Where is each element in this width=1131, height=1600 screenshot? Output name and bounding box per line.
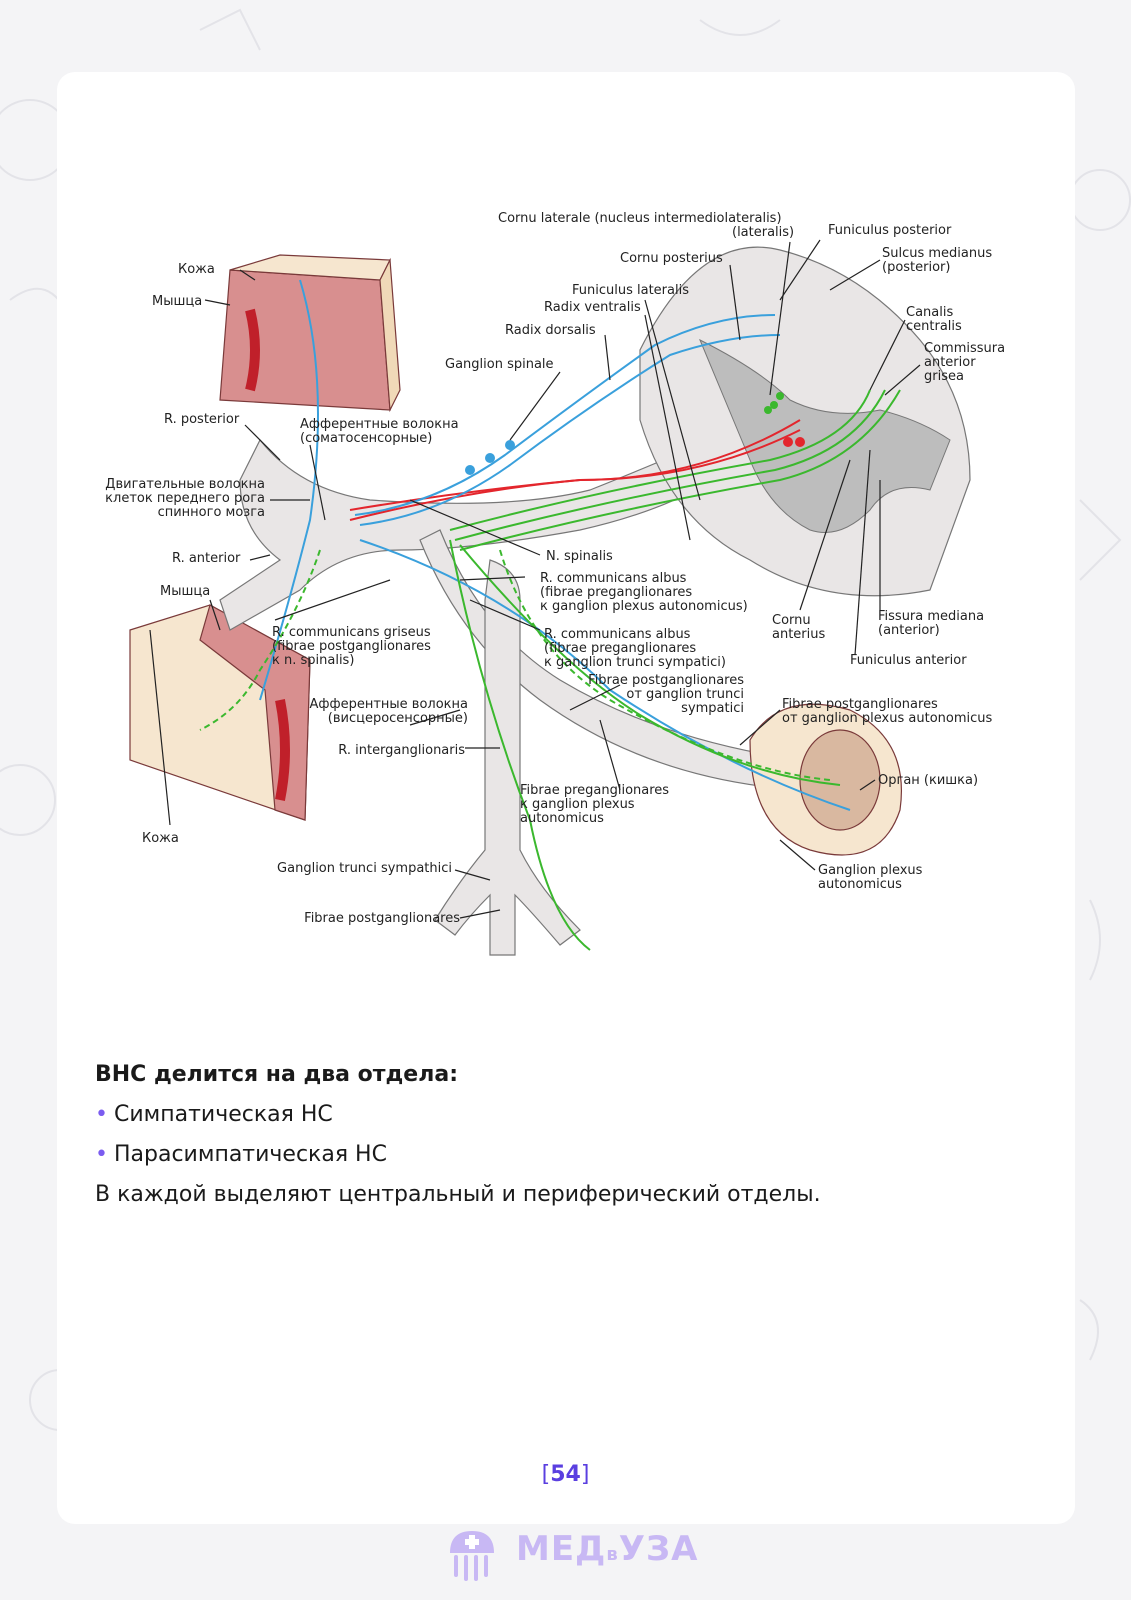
label-radix-dorsalis: Radix dorsalis: [505, 323, 596, 338]
label-r-comm-albus-1: R. communicans albus: [540, 571, 687, 586]
label-commissura: Commissura: [924, 341, 1005, 356]
label-canalis: Canalis: [906, 305, 953, 320]
page-number: [54]: [0, 1462, 1131, 1487]
label-n-spinalis: N. spinalis: [546, 549, 613, 564]
label-fibrae-pre-plexus-2: к ganglion plexus: [520, 797, 635, 812]
page-bracket-open: [: [541, 1462, 551, 1487]
label-r-comm-griseus: R. communicans griseus: [272, 625, 431, 640]
anatomy-figure: Cornu laterale (nucleus intermediolatera…: [105, 211, 1005, 956]
label-fibrae-post-trunci-2: от ganglion trunci: [626, 687, 744, 702]
label-commissura-2: anterior: [924, 355, 976, 370]
section-heading: ВНС делится на два отдела:: [95, 1062, 458, 1087]
label-kozha-bottom: Кожа: [142, 831, 179, 846]
label-fibrae-post-trunci: Fibrae postganglionares: [588, 673, 744, 688]
bullet-text: Парасимпатическая НС: [113, 1142, 387, 1167]
label-funiculus-lateralis: Funiculus lateralis: [572, 283, 689, 298]
label-organ: Орган (кишка): [878, 773, 978, 788]
label-cornu-posterius: Cornu posterius: [620, 251, 723, 266]
label-ganglion-trunci: Ganglion trunci sympathici: [277, 861, 452, 876]
label-r-comm-albus-1c: к ganglion plexus autonomicus): [540, 599, 748, 614]
page-bracket-close: ]: [580, 1462, 590, 1487]
label-r-anterior: R. anterior: [172, 551, 241, 566]
label-ganglion-plexus-2: autonomicus: [818, 877, 902, 892]
label-canalis-2: centralis: [906, 319, 962, 334]
label-motor-fibers-3: спинного мозга: [158, 505, 265, 520]
bullet-marker: •: [95, 1142, 108, 1167]
body-paragraph: В каждой выделяют центральный и перифери…: [95, 1182, 821, 1207]
bullet-text: Симпатическая НС: [113, 1102, 333, 1127]
label-radix-ventralis: Radix ventralis: [544, 300, 641, 315]
spinal-cord: [639, 246, 971, 597]
brand-part-3: УЗА: [618, 1529, 699, 1569]
label-fibrae-post-plexus: Fibrae postganglionares: [782, 697, 938, 712]
brand-part-1: МЕД: [516, 1529, 607, 1569]
label-afferent-visc-2: (висцеросенсорные): [328, 711, 468, 726]
label-fissura-2: (anterior): [878, 623, 940, 638]
brand-logo: [450, 1531, 494, 1581]
label-r-comm-griseus-2: (fibrae postganglionares: [272, 639, 431, 654]
label-motor-fibers-2: клеток переднего рога: [105, 491, 265, 506]
bullet-marker: •: [95, 1102, 108, 1127]
label-fissura: Fissura mediana: [878, 609, 984, 624]
motor-neurons: [783, 437, 805, 447]
page-number-value: 54: [550, 1462, 581, 1487]
label-funiculus-anterior: Funiculus anterior: [850, 653, 967, 668]
label-kozha-top: Кожа: [178, 262, 215, 277]
brand-part-2: в: [606, 1544, 619, 1565]
label-funiculus-posterior: Funiculus posterior: [828, 223, 952, 238]
bullet-item-sympathetic: •Симпатическая НС: [95, 1100, 1055, 1130]
figure-labels: Cornu laterale (nucleus intermediolatera…: [105, 211, 1005, 926]
label-fibrae-post-plexus-2: от ganglion plexus autonomicus: [782, 711, 992, 726]
label-cornu-laterale-2: (lateralis): [732, 225, 794, 240]
bullet-item-parasympathetic: •Парасимпатическая НС: [95, 1140, 1055, 1170]
label-r-posterior: R. posterior: [164, 412, 240, 427]
label-sulcus-medianus: Sulcus medianus: [882, 246, 992, 261]
bottom-tissue-block: [129, 604, 311, 821]
label-fibrae-pre-plexus: Fibrae preganglionares: [520, 783, 669, 798]
label-afferent-somato-2: (соматосенсорные): [300, 431, 432, 446]
label-fibrae-pre-plexus-3: autonomicus: [520, 811, 604, 826]
label-ganglion-plexus: Ganglion plexus: [818, 863, 923, 878]
brand-name: МЕДвУЗА: [516, 1529, 698, 1569]
label-r-interganglionaris: R. interganglionaris: [338, 743, 465, 758]
label-afferent-visc: Афферентные волокна: [309, 697, 468, 712]
leader-lines: [149, 239, 921, 919]
label-r-comm-albus-2b: (fibrae preganglionares: [544, 641, 696, 656]
label-myshtsa-bottom: Мышца: [160, 584, 210, 599]
label-motor-fibers: Двигательные волокна: [105, 477, 265, 492]
label-commissura-3: grisea: [924, 369, 964, 384]
label-r-comm-albus-2c: к ganglion trunci sympatici): [544, 655, 726, 670]
label-sulcus-medianus-2: (posterior): [882, 260, 950, 275]
text-block: ВНС делится на два отдела: •Симпатическа…: [95, 1060, 1055, 1210]
label-cornu-anterius: Cornu: [772, 613, 811, 628]
label-ganglion-spinale: Ganglion spinale: [445, 357, 554, 372]
autonomic-neurons: [764, 392, 784, 414]
label-r-comm-griseus-3: к n. spinalis): [272, 653, 354, 668]
label-fibrae-postganglionares: Fibrae postganglionares: [304, 911, 460, 926]
label-cornu-anterius-2: anterius: [772, 627, 825, 642]
top-tissue-block: [219, 254, 401, 413]
label-r-comm-albus-1b: (fibrae preganglionares: [540, 585, 692, 600]
label-myshtsa-top: Мышца: [152, 294, 202, 309]
label-cornu-laterale: Cornu laterale (nucleus intermediolatera…: [498, 211, 782, 226]
label-r-comm-albus-2: R. communicans albus: [544, 627, 691, 642]
ganglion-cells: [465, 440, 515, 475]
label-fibrae-post-trunci-3: sympatici: [681, 701, 744, 716]
label-afferent-somato: Афферентные волокна: [300, 417, 459, 432]
